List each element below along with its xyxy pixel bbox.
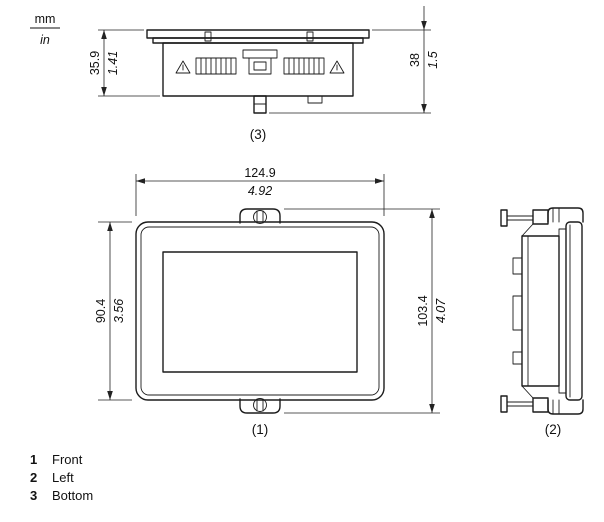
front-view-label: (1): [252, 422, 269, 437]
dim-front-height: 90.4 3.56: [94, 221, 132, 401]
bezel-edge: [146, 29, 370, 39]
usb-connector-slot: [253, 61, 267, 71]
gasket: [558, 228, 567, 394]
legend-item-label: Bottom: [52, 488, 93, 503]
dim-overall-depth-in: 1.5: [426, 51, 440, 68]
arrowhead: [107, 391, 113, 400]
bottom-hole-slot: [256, 398, 264, 412]
dim-overall-width-in: 4.92: [248, 184, 272, 198]
top-clip: [532, 209, 549, 225]
top-screw-head: [500, 209, 508, 227]
bottom-view-label: (3): [250, 127, 267, 142]
bezel-step: [152, 37, 364, 44]
top-tab-slot: [552, 207, 560, 223]
body-outline: [162, 42, 354, 97]
dim-overall-width: 124.9 4.92: [135, 166, 385, 216]
dim-overall-height-in: 4.07: [434, 298, 448, 323]
dim-overall-height: 103.4 4.07: [284, 208, 448, 414]
arrowhead: [136, 178, 145, 184]
left-view: [500, 207, 584, 415]
legend-item-number: 3: [30, 488, 37, 503]
bottom-mounting-hole: [253, 398, 267, 412]
rear-connector: [512, 257, 523, 275]
top-hole-slot: [256, 210, 264, 224]
bezel-screw-mark: [306, 31, 314, 42]
left-view-label: (2): [545, 422, 562, 437]
dim-front-height-in: 3.56: [112, 299, 126, 323]
bezel-inner-line: [140, 226, 380, 396]
front-view: [135, 208, 385, 414]
legend-item-number: 1: [30, 452, 37, 467]
bottom-screw-head: [500, 395, 508, 413]
unit-imperial: in: [40, 33, 50, 47]
legend: 1 Front 2 Left 3 Bottom: [30, 452, 93, 503]
bottom-tab-slot: [552, 399, 560, 415]
bezel-profile: [565, 221, 583, 401]
bezel-screw-mark: [204, 31, 212, 42]
mounting-tab-edge: [253, 95, 267, 114]
units-legend: mm in: [30, 12, 60, 47]
terminal-pins: [200, 57, 232, 75]
dim-overall-height-mm: 103.4: [416, 295, 430, 326]
arrowhead: [101, 30, 107, 39]
top-mounting-tab: [239, 208, 281, 224]
dim-front-height-mm: 90.4: [94, 299, 108, 323]
bottom-clip-arm: [521, 385, 534, 399]
legend-item-label: Left: [52, 470, 74, 485]
arrowhead: [429, 404, 435, 413]
dim-overall-width-mm: 124.9: [244, 166, 275, 180]
dim-body-depth-mm: 35.9: [88, 51, 102, 75]
rear-foot: [307, 95, 323, 104]
rear-connector: [512, 351, 523, 365]
bezel: [135, 221, 385, 401]
usb-connector: [248, 57, 272, 75]
arrowhead: [421, 21, 427, 30]
warning-triangle-icon: [175, 60, 191, 74]
dim-overall-depth: 38 1.5: [269, 6, 440, 114]
top-clip-arm: [521, 223, 534, 237]
top-mounting-hole: [253, 210, 267, 224]
terminal-pins: [288, 57, 320, 75]
usb-connector-base: [242, 49, 278, 59]
arrowhead: [375, 178, 384, 184]
dim-body-depth: 35.9 1.41: [88, 29, 160, 97]
legend-item-label: Front: [52, 452, 83, 467]
bottom-screw-shaft: [506, 401, 534, 407]
dim-overall-depth-mm: 38: [408, 53, 422, 67]
bottom-clip: [532, 397, 549, 413]
arrowhead: [421, 104, 427, 113]
top-screw-shaft: [506, 215, 534, 221]
warning-triangle-icon: [329, 60, 345, 74]
unit-metric: mm: [35, 12, 56, 26]
bottom-view: [146, 29, 370, 114]
dim-body-depth-in: 1.41: [106, 51, 120, 75]
arrowhead: [429, 209, 435, 218]
rear-connector: [512, 295, 523, 331]
legend-item-number: 2: [30, 470, 37, 485]
screen: [162, 251, 358, 373]
arrowhead: [107, 222, 113, 231]
bottom-mounting-tab: [239, 398, 281, 414]
arrowhead: [101, 87, 107, 96]
